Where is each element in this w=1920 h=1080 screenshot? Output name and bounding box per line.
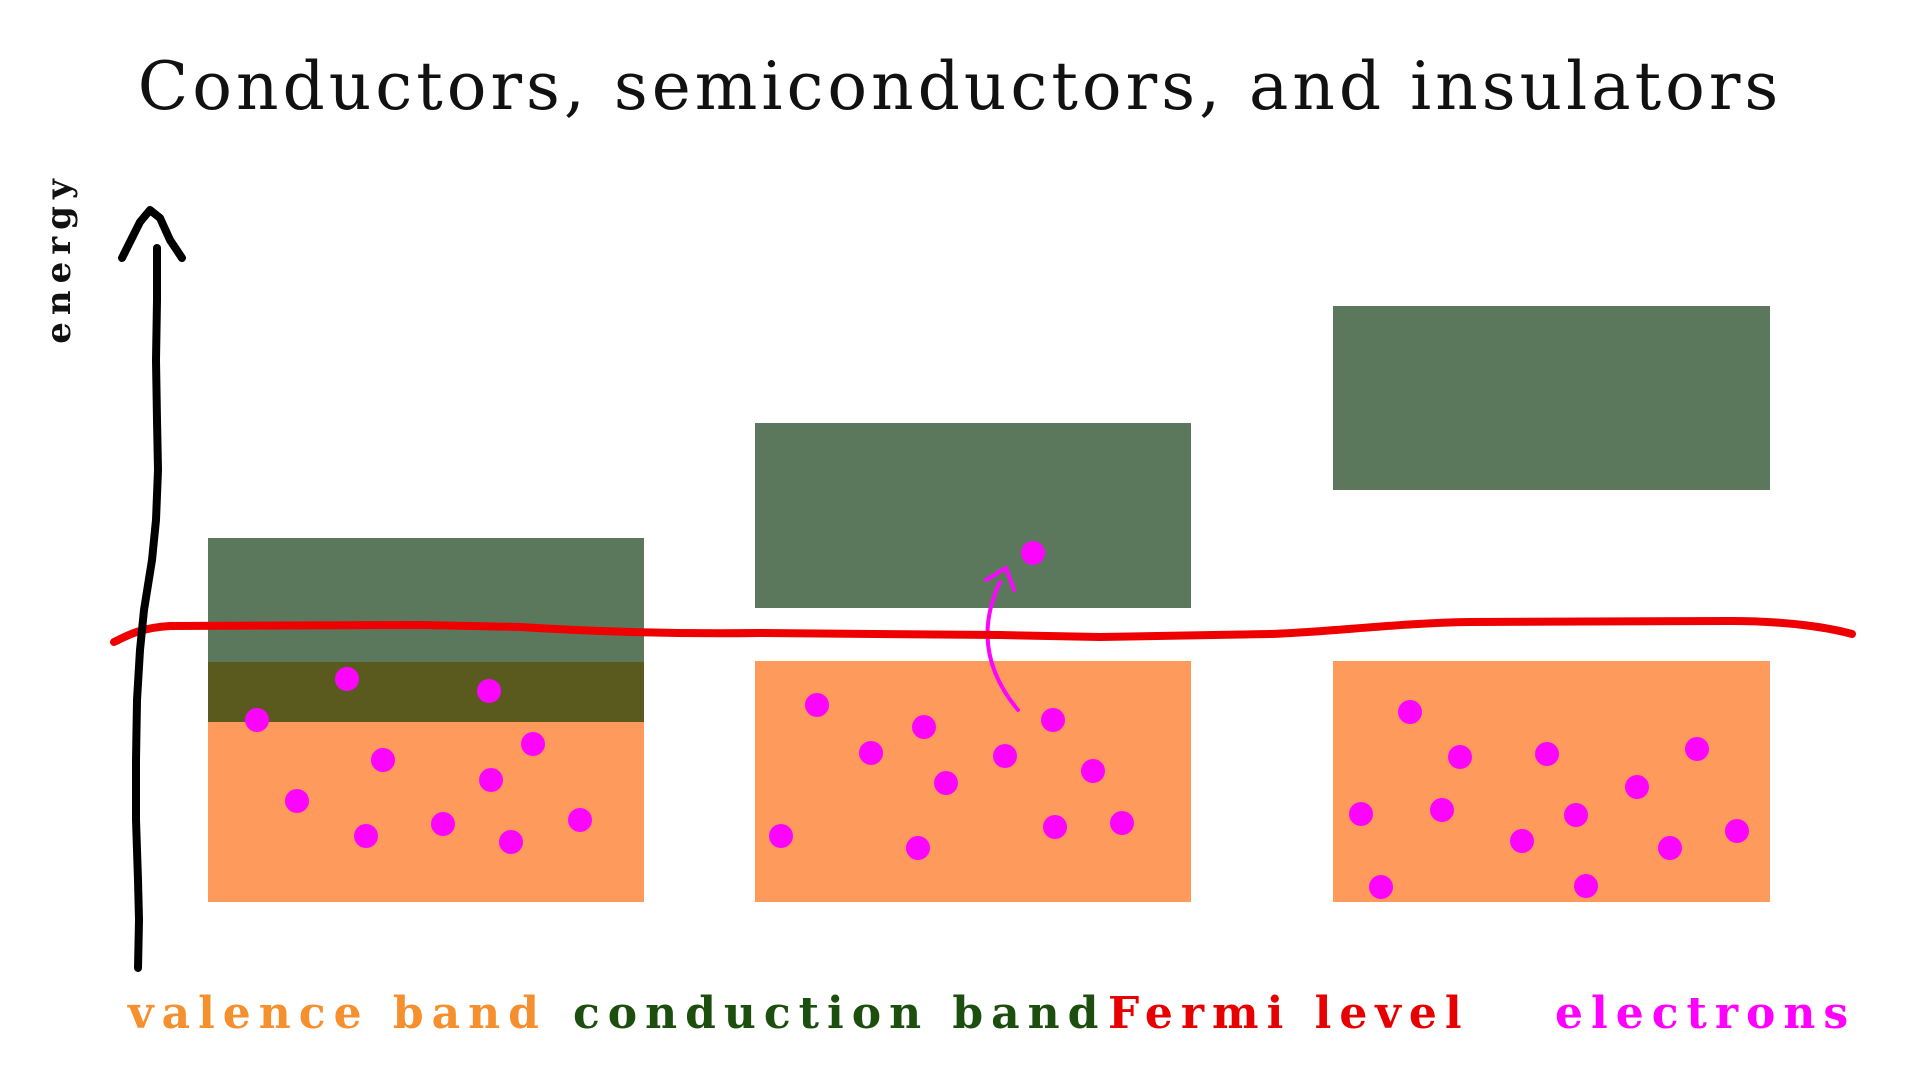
electron — [859, 741, 883, 765]
energy-axis-label: energy — [39, 172, 79, 344]
electron — [912, 715, 936, 739]
electron — [934, 771, 958, 795]
legend-conduction-band: conduction band — [573, 988, 1107, 1039]
electron — [477, 679, 501, 703]
electron — [285, 789, 309, 813]
diagram-title: Conductors, semiconductors, and insulato… — [137, 48, 1783, 125]
legend-electrons: electrons — [1555, 988, 1857, 1039]
electron — [1725, 819, 1749, 843]
semiconductor-conduction-band — [755, 423, 1191, 608]
electron — [1043, 815, 1067, 839]
electron — [521, 732, 545, 756]
electron — [993, 744, 1017, 768]
electron — [1574, 874, 1598, 898]
electron — [354, 824, 378, 848]
energy-axis — [132, 244, 162, 972]
legend-valence-band: valence band — [128, 988, 547, 1039]
electron — [1398, 700, 1422, 724]
excitation-arrowhead — [984, 566, 1016, 592]
electron — [431, 812, 455, 836]
insulator-group — [1333, 306, 1770, 902]
energy-axis-arrowhead — [118, 206, 186, 262]
electron — [805, 693, 829, 717]
insulator-valence-band — [1333, 661, 1770, 902]
conductor-group — [208, 538, 644, 902]
electron — [1110, 811, 1134, 835]
electron — [1369, 875, 1393, 899]
electron — [1349, 802, 1373, 826]
semiconductor-group — [755, 423, 1191, 902]
excitation-arrow — [985, 580, 1020, 712]
excited-electron — [1021, 541, 1045, 565]
conductor-band-overlap — [208, 662, 644, 722]
electron — [769, 824, 793, 848]
electron — [1564, 803, 1588, 827]
electron — [568, 808, 592, 832]
electron — [1041, 708, 1065, 732]
electron — [335, 667, 359, 691]
electron — [479, 768, 503, 792]
electron — [1625, 775, 1649, 799]
electron — [1510, 829, 1534, 853]
electron — [1430, 798, 1454, 822]
electron — [1535, 742, 1559, 766]
electron — [1081, 759, 1105, 783]
electron — [1658, 836, 1682, 860]
fermi-level-line — [110, 617, 1856, 646]
electron — [1448, 745, 1472, 769]
electron — [906, 836, 930, 860]
conductor-conduction-band — [208, 538, 644, 662]
insulator-conduction-band — [1333, 306, 1770, 490]
electron — [245, 708, 269, 732]
legend-fermi-level: Fermi level — [1108, 988, 1470, 1039]
electron — [371, 748, 395, 772]
electron — [499, 830, 523, 854]
electron — [1685, 737, 1709, 761]
